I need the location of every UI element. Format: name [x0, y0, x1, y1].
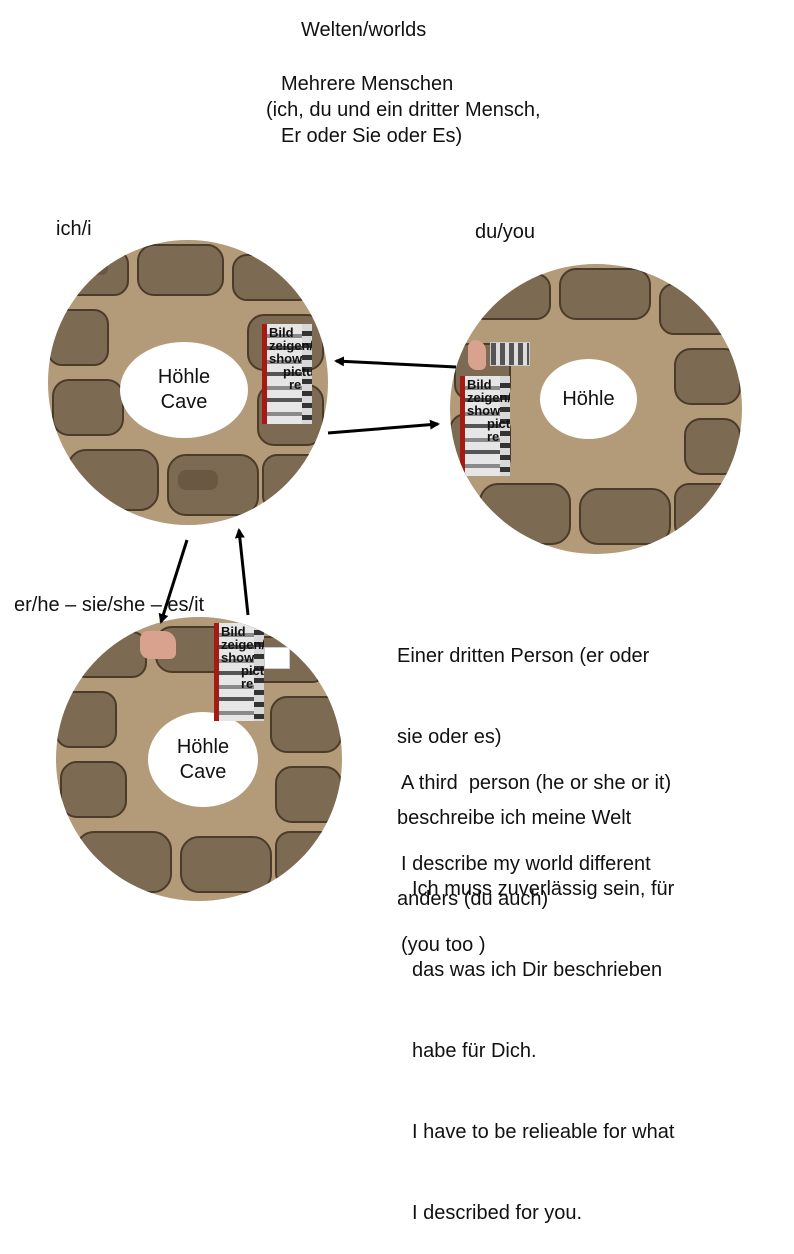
label-du-you: du/you [475, 221, 536, 243]
film-strip-icon: Bild zeigen/ show pictu re [214, 623, 264, 721]
film-label-line-3: show [269, 351, 303, 366]
paragraph-english-third-person: A third person (he or she or it) I descr… [401, 716, 671, 986]
film-thumbnail-icon [264, 647, 290, 669]
paragraph-line: (you too ) [401, 934, 486, 956]
film-thumbnail-icon [490, 342, 530, 366]
paragraph-line: habe für Dich. [412, 1040, 537, 1062]
paragraph-line: Einer dritten Person (er oder [397, 645, 650, 667]
film-label-line-2: zeigen/ [467, 390, 510, 405]
cave-er: Höhle Cave [148, 712, 258, 807]
world-du: Höhle Bild zeigen/ show pictu re [450, 264, 742, 554]
film-label-line-3: show [221, 650, 255, 665]
paragraph-line: sie oder es) [397, 726, 502, 748]
film-label-line-5: re [241, 676, 254, 691]
film-label-line-5: re [289, 377, 302, 392]
page-title: Welten/worlds [301, 19, 427, 41]
film-label-line-4: pictu [241, 663, 264, 678]
paragraph-line: das was ich Dir beschrieben [412, 959, 663, 981]
arrow-ich-to-du [327, 419, 440, 435]
paragraph-reliability: Ich muss zuverlässig sein, für das was i… [412, 822, 674, 1254]
paragraph-line: Ich muss zuverlässig sein, für [412, 878, 675, 900]
film-label-line-5: re [487, 429, 500, 444]
hand-photo-icon [140, 631, 176, 659]
hand-photo-icon [468, 340, 486, 370]
film-label-line-2: zeigen/ [221, 637, 264, 652]
arrows-layer [158, 356, 457, 624]
film-strip-icon: Bild zeigen/ show pictu re [262, 324, 312, 424]
cave-label-line-2: Cave [179, 760, 227, 783]
paragraph-line: beschreibe ich meine Welt [397, 807, 632, 829]
cave-label-line-1: Höhle [562, 387, 615, 410]
paragraph-german-third-person: Einer dritten Person (er oder sie oder e… [397, 589, 649, 940]
film-label-line-1: Bild [221, 624, 246, 639]
label-er-he: er/he – sie/she – es/it [14, 594, 205, 616]
cave-label-line-2: Cave [160, 391, 208, 413]
label-ich-i: ich/i [56, 218, 92, 240]
cave-ich: Höhle Cave [120, 342, 248, 438]
arrow-du-to-ich [334, 356, 457, 369]
world-er: Höhle Cave Bild zeigen/ show pictu re [56, 617, 342, 901]
arrow-er-to-ich [234, 528, 250, 616]
subtitle-line-2: (ich, du und ein dritter Mensch, [266, 99, 541, 121]
film-label-line-4: pictu [487, 416, 510, 431]
film-label-line-2: zeigen/ [269, 338, 312, 353]
film-label-line-1: Bild [269, 325, 294, 340]
cave-du: Höhle [540, 359, 637, 439]
paragraph-line: anders (du auch) [397, 888, 549, 910]
paragraph-line: I have to be relieable for what [412, 1121, 675, 1143]
cave-label-line-1: Höhle [157, 366, 211, 388]
cave-label-line-1: Höhle [176, 735, 230, 758]
film-label-line-3: show [467, 403, 501, 418]
stone-wall-texture-icon [56, 626, 342, 893]
paragraph-line: I described for you. [412, 1202, 583, 1224]
subtitle-line-1: Mehrere Menschen [281, 73, 454, 95]
subtitle-line-3: Er oder Sie oder Es) [281, 125, 463, 147]
stone-wall-texture-icon [48, 244, 324, 516]
world-ich: Höhle Cave Bild zeigen/ show pictu re [48, 240, 328, 525]
film-label-line-4: pictu [283, 364, 312, 379]
film-label-line-1: Bild [467, 377, 492, 392]
film-strip-icon: Bild zeigen/ show pictu re [460, 376, 510, 476]
paragraph-line: A third person (he or she or it) [401, 772, 672, 794]
arrow-ich-to-er [158, 539, 189, 624]
paragraph-line: I describe my world different [401, 853, 651, 875]
